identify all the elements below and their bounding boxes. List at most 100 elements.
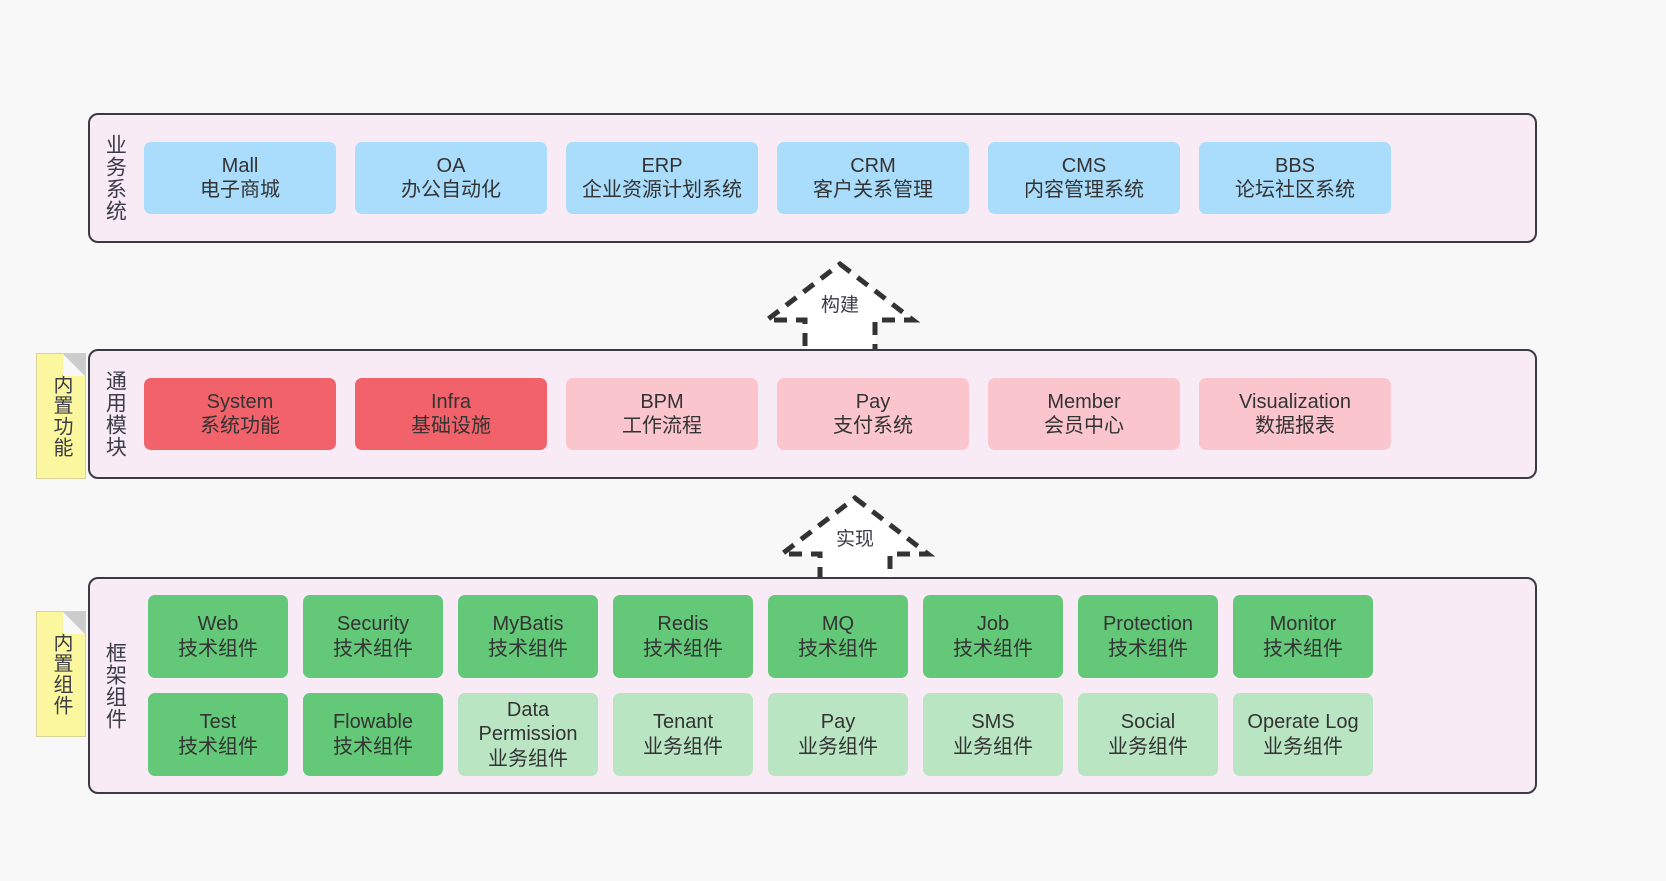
card-title-cn: 支付系统 (833, 415, 913, 437)
card-title-cn: 技术组件 (643, 637, 723, 660)
card-title-en: Test (199, 711, 237, 734)
card-title-cn: 办公自动化 (401, 179, 501, 201)
build-arrow: 构建 (755, 258, 925, 358)
component-card-job[interactable]: Job 技术组件 (923, 595, 1063, 678)
module-card-pay[interactable]: Pay 支付系统 (777, 378, 969, 450)
card-title-cn: 技术组件 (798, 637, 878, 660)
business-systems-layer: 业务系统 Mall 电子商城 OA 办公自动化 ERP 企业资源计划系统 CRM… (88, 113, 1537, 243)
card-title-en: Member (1047, 390, 1121, 413)
module-card-bpm[interactable]: BPM 工作流程 (566, 378, 758, 450)
card-title-cn: 企业资源计划系统 (582, 179, 742, 201)
business-card-erp[interactable]: ERP 企业资源计划系统 (566, 142, 758, 214)
component-card-mybatis[interactable]: MyBatis 技术组件 (458, 595, 598, 678)
card-title-cn: 业务组件 (643, 735, 723, 758)
card-title-en: Operate Log (1247, 711, 1359, 734)
component-card-flowable[interactable]: Flowable 技术组件 (303, 693, 443, 776)
note-label: 内置功能 (50, 374, 72, 458)
card-title-cn: 业务组件 (953, 735, 1033, 758)
component-card-test[interactable]: Test 技术组件 (148, 693, 288, 776)
card-title-en: OA (436, 154, 466, 177)
card-title-cn: 系统功能 (200, 415, 280, 437)
business-card-crm[interactable]: CRM 客户关系管理 (777, 142, 969, 214)
card-title-en: BBS (1274, 154, 1316, 177)
card-title-en: Visualization (1239, 390, 1351, 413)
component-card-pay[interactable]: Pay 业务组件 (768, 693, 908, 776)
card-title-en: BPM (640, 390, 684, 413)
card-title-cn: 会员中心 (1044, 415, 1124, 437)
note-builtin-components: 内置组件 (36, 611, 86, 737)
card-title-en: Flowable (332, 711, 414, 734)
up-arrow-dashed-icon (759, 260, 921, 357)
framework-components-row-tech: Web 技术组件 Security 技术组件 MyBatis 技术组件 Redi… (148, 595, 1373, 678)
common-modules-layer: 通用模块 System 系统功能 Infra 基础设施 BPM 工作流程 Pay… (88, 349, 1537, 479)
card-title-cn: 技术组件 (953, 637, 1033, 660)
card-title-en: SMS (971, 711, 1015, 734)
component-card-protection[interactable]: Protection 技术组件 (1078, 595, 1218, 678)
component-card-monitor[interactable]: Monitor 技术组件 (1233, 595, 1373, 678)
framework-components-row-business: Test 技术组件 Flowable 技术组件 Data Permission … (148, 693, 1373, 776)
card-title-en: Job (976, 613, 1010, 636)
card-title-en: Monitor (1269, 613, 1337, 636)
card-title-en: Security (336, 613, 410, 636)
card-title-en: Pay (855, 390, 891, 413)
business-systems-card-list: Mall 电子商城 OA 办公自动化 ERP 企业资源计划系统 CRM 客户关系… (138, 115, 1535, 241)
component-card-data-permission[interactable]: Data Permission 业务组件 (458, 693, 598, 776)
card-title-cn: 技术组件 (178, 735, 258, 758)
note-label: 内置组件 (50, 632, 72, 716)
component-card-redis[interactable]: Redis 技术组件 (613, 595, 753, 678)
card-title-en: Data Permission (478, 698, 578, 746)
card-title-cn: 工作流程 (622, 415, 702, 437)
card-title-cn: 技术组件 (178, 637, 258, 660)
component-card-security[interactable]: Security 技术组件 (303, 595, 443, 678)
card-title-cn: 数据报表 (1255, 415, 1335, 437)
component-card-operate-log[interactable]: Operate Log 业务组件 (1233, 693, 1373, 776)
card-title-en: ERP (641, 154, 683, 177)
card-title-en: MyBatis (492, 613, 564, 636)
card-title-cn: 业务组件 (1263, 735, 1343, 758)
card-title-cn: 技术组件 (333, 735, 413, 758)
business-card-cms[interactable]: CMS 内容管理系统 (988, 142, 1180, 214)
card-title-cn: 论坛社区系统 (1235, 179, 1355, 201)
module-card-visualization[interactable]: Visualization 数据报表 (1199, 378, 1391, 450)
card-title-en: System (206, 390, 274, 413)
card-title-cn: 业务组件 (798, 735, 878, 758)
card-title-en: CRM (850, 154, 896, 177)
card-title-en: MQ (821, 613, 855, 636)
business-systems-layer-title: 业务系统 (103, 134, 127, 222)
business-card-oa[interactable]: OA 办公自动化 (355, 142, 547, 214)
component-card-tenant[interactable]: Tenant 业务组件 (613, 693, 753, 776)
framework-components-layer-title: 框架组件 (103, 641, 127, 730)
common-modules-card-list: System 系统功能 Infra 基础设施 BPM 工作流程 Pay 支付系统… (138, 351, 1535, 477)
card-title-cn: 技术组件 (1108, 637, 1188, 660)
card-title-en: Protection (1102, 613, 1194, 636)
component-card-sms[interactable]: SMS 业务组件 (923, 693, 1063, 776)
framework-components-layer: 框架组件 Web 技术组件 Security 技术组件 MyBatis 技术组件… (88, 577, 1537, 794)
card-title-en: Social (1120, 711, 1176, 734)
card-title-en: Tenant (652, 711, 714, 734)
note-builtin-functions: 内置功能 (36, 353, 86, 479)
card-title-en: Redis (657, 613, 709, 636)
module-card-system[interactable]: System 系统功能 (144, 378, 336, 450)
common-modules-layer-title: 通用模块 (103, 370, 127, 458)
card-title-en: CMS (1061, 154, 1107, 177)
card-title-en: Infra (430, 390, 472, 413)
card-title-en: Web (197, 613, 239, 636)
card-title-cn: 业务组件 (488, 747, 568, 770)
card-title-cn: 技术组件 (1263, 637, 1343, 660)
component-card-social[interactable]: Social 业务组件 (1078, 693, 1218, 776)
card-title-cn: 电子商城 (200, 179, 280, 201)
component-card-web[interactable]: Web 技术组件 (148, 595, 288, 678)
card-title-en: Mall (221, 154, 259, 177)
module-card-infra[interactable]: Infra 基础设施 (355, 378, 547, 450)
framework-components-grid: Web 技术组件 Security 技术组件 MyBatis 技术组件 Redi… (138, 579, 1535, 792)
business-card-mall[interactable]: Mall 电子商城 (144, 142, 336, 214)
card-title-cn: 技术组件 (488, 637, 568, 660)
card-title-cn: 业务组件 (1108, 735, 1188, 758)
module-card-member[interactable]: Member 会员中心 (988, 378, 1180, 450)
card-title-cn: 客户关系管理 (813, 179, 933, 201)
business-card-bbs[interactable]: BBS 论坛社区系统 (1199, 142, 1391, 214)
card-title-cn: 内容管理系统 (1024, 179, 1144, 201)
card-title-cn: 基础设施 (411, 415, 491, 437)
component-card-mq[interactable]: MQ 技术组件 (768, 595, 908, 678)
card-title-en: Pay (820, 711, 856, 734)
